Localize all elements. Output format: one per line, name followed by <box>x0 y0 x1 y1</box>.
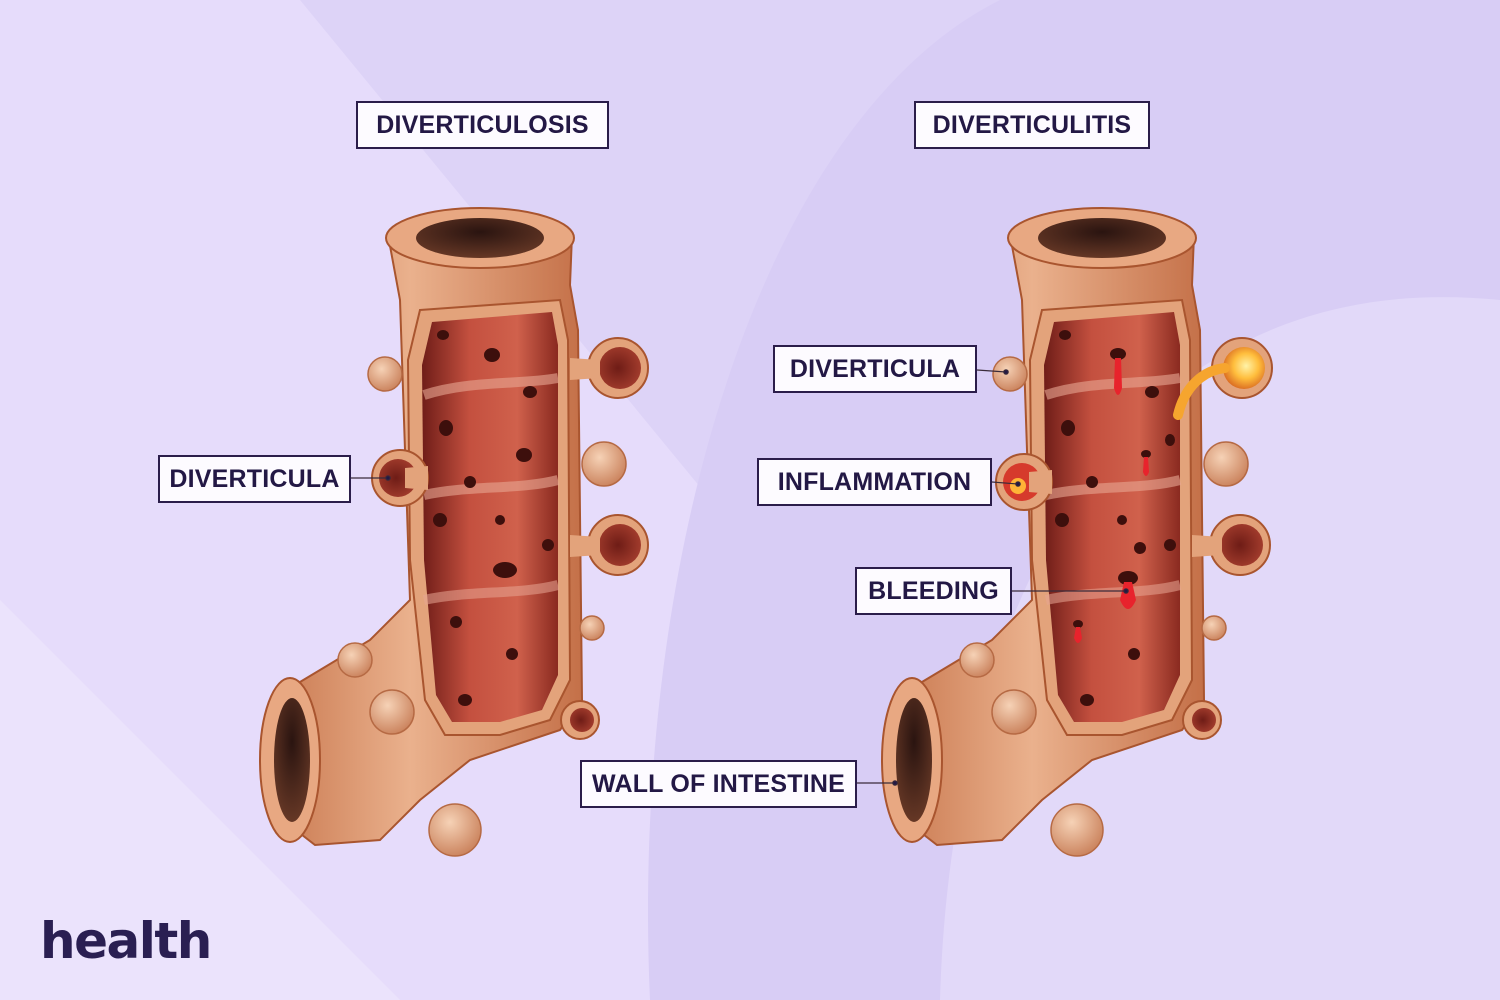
fold <box>1044 475 1182 500</box>
intestine-diverticulosis <box>259 207 649 857</box>
intestine-diverticulitis <box>881 207 1273 857</box>
fold <box>422 580 560 605</box>
top-opening <box>416 218 544 258</box>
inflamed-diverticulum <box>1173 337 1273 420</box>
label-inflammation: INFLAMMATION <box>757 458 992 506</box>
bottom-opening <box>274 698 310 822</box>
background-corner <box>0 600 400 1000</box>
pouch-diverticula-labeled <box>371 449 429 507</box>
title-diverticulitis: DIVERTICULITIS <box>914 101 1150 149</box>
diverticula-openings <box>433 330 554 706</box>
inflammation-pouch <box>995 453 1053 511</box>
diverticula-openings <box>1055 330 1176 706</box>
title-diverticulosis: DIVERTICULOSIS <box>356 101 609 149</box>
top-opening <box>1038 218 1166 258</box>
pouch-diverticula <box>560 337 649 740</box>
bottom-opening <box>896 698 932 822</box>
fold <box>422 373 559 400</box>
label-bleeding: BLEEDING <box>855 567 1012 615</box>
bleeding-drops <box>1073 348 1151 643</box>
intestine-lining <box>1044 312 1180 722</box>
label-diverticula-right: DIVERTICULA <box>773 345 977 393</box>
leader-lines <box>351 369 1129 786</box>
label-diverticula-left: DIVERTICULA <box>158 455 351 503</box>
diverticula-buds <box>337 356 627 857</box>
brand-logo: health <box>40 912 212 970</box>
label-wall-of-intestine: WALL OF INTESTINE <box>580 760 857 808</box>
fold <box>422 475 560 500</box>
pouch-diverticula <box>1182 514 1271 740</box>
fold <box>1044 580 1182 605</box>
diverticula-buds <box>959 356 1249 857</box>
